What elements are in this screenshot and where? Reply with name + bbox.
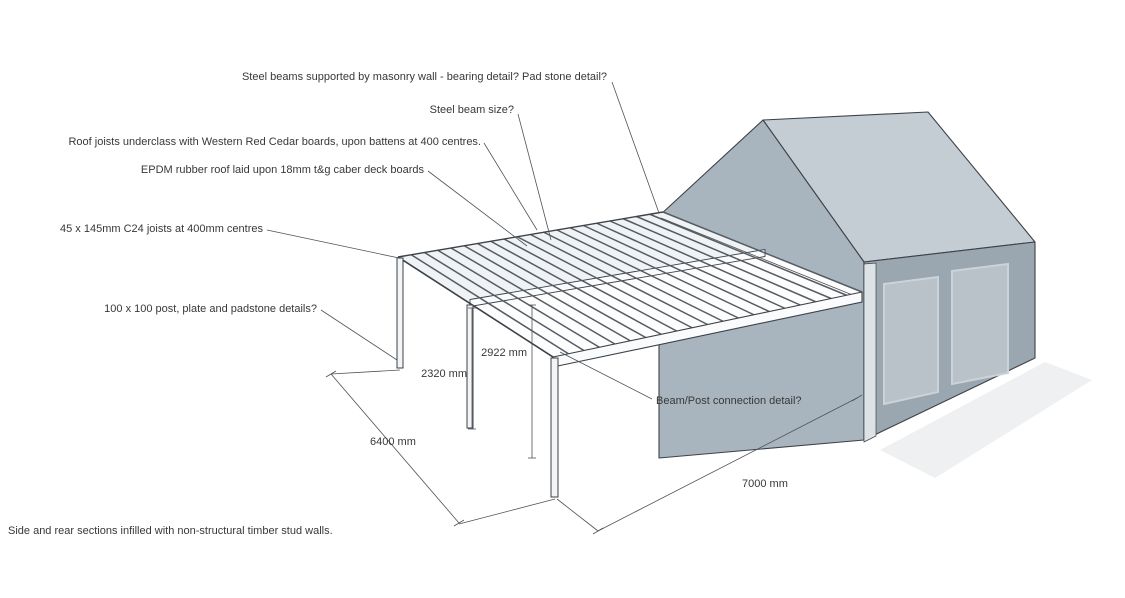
annotation-stud-walls: Side and rear sections infilled with non… <box>8 525 333 537</box>
dimension-label-2922: 2922 mm <box>481 347 527 359</box>
dim-tick <box>325 370 337 378</box>
door-opening-2 <box>951 262 1009 386</box>
roof-joists <box>397 211 863 358</box>
dim-tick <box>851 394 863 402</box>
roof-joist-line <box>530 233 708 326</box>
roof-joist-line <box>662 211 863 293</box>
annotation-roof-joists-cedar: Roof joists underclass with Western Red … <box>68 136 481 148</box>
roof-joist-line <box>437 249 600 348</box>
annotation-epdm-roof: EPDM rubber roof laid upon 18mm t&g cabe… <box>141 164 425 176</box>
dim-tick <box>453 519 465 527</box>
leader-lines <box>266 81 660 400</box>
leader-roof-joists-cedar <box>483 142 538 231</box>
rear-edge-beam <box>397 211 664 258</box>
ground-shadow <box>880 362 1092 478</box>
annotation-steel-beam-size: Steel beam size? <box>430 104 514 116</box>
roof-joist-line <box>503 238 677 332</box>
leader-epdm-roof <box>427 170 528 247</box>
ext-line-7000-a <box>556 498 599 532</box>
roof-joist-line <box>583 224 770 313</box>
door-opening-1 <box>883 275 939 406</box>
roof-joist-line <box>543 231 724 322</box>
roof-joist-line <box>410 254 569 355</box>
annotation-c24-joists: 45 x 145mm C24 joists at 400mm centres <box>60 223 263 235</box>
post-rear-left <box>396 257 404 369</box>
dimension-lines <box>325 304 863 535</box>
dimension-line-7000 <box>597 397 858 532</box>
roof-joist-line <box>424 251 585 352</box>
roof-joist-line <box>596 222 786 309</box>
roof-joist-line <box>477 242 647 339</box>
wall-beam-line <box>660 217 861 299</box>
roof-joist-line <box>556 229 739 319</box>
annotation-post-padstone: 100 x 100 post, plate and padstone detai… <box>104 303 317 315</box>
rear-bay-shade <box>398 212 765 303</box>
roof-joist-line <box>636 215 832 300</box>
roof-joist-line <box>569 227 755 316</box>
leader-c24-joists <box>266 229 400 259</box>
leader-post-padstone <box>320 309 398 361</box>
annotation-steel-beams-bearing: Steel beams supported by masonry wall - … <box>242 71 607 83</box>
dimension-label-2320: 2320 mm <box>421 368 467 380</box>
roof-joist-line <box>622 218 816 303</box>
ext-line-6400-b <box>458 498 556 525</box>
roof-joist-line <box>516 236 693 329</box>
ext-line-6400-a <box>330 369 401 375</box>
roof-joist-line <box>649 213 847 296</box>
post-mid-left <box>466 304 474 429</box>
dimension-label-6400: 6400 mm <box>370 436 416 448</box>
post-front <box>550 357 559 498</box>
leader-beam-post <box>559 351 653 400</box>
annotation-labels: Steel beams supported by masonry wall - … <box>8 71 802 537</box>
left-edge-beam <box>397 256 554 358</box>
dimension-label-7000: 7000 mm <box>742 478 788 490</box>
building-corner-column <box>863 262 877 443</box>
dim-tick <box>592 527 604 535</box>
canopy-roof <box>397 211 863 368</box>
canopy-posts <box>396 257 559 498</box>
leader-steel-beams-bearing <box>611 81 660 214</box>
dimension-line-6400 <box>330 373 460 524</box>
roof-joist-line <box>609 220 801 306</box>
roof-joist-line <box>463 245 631 342</box>
leader-steel-beam-size <box>517 113 552 241</box>
roof-joist-line <box>450 247 616 345</box>
roof-joist-line <box>490 240 662 335</box>
annotation-beam-post-connection: Beam/Post connection detail? <box>656 395 802 407</box>
